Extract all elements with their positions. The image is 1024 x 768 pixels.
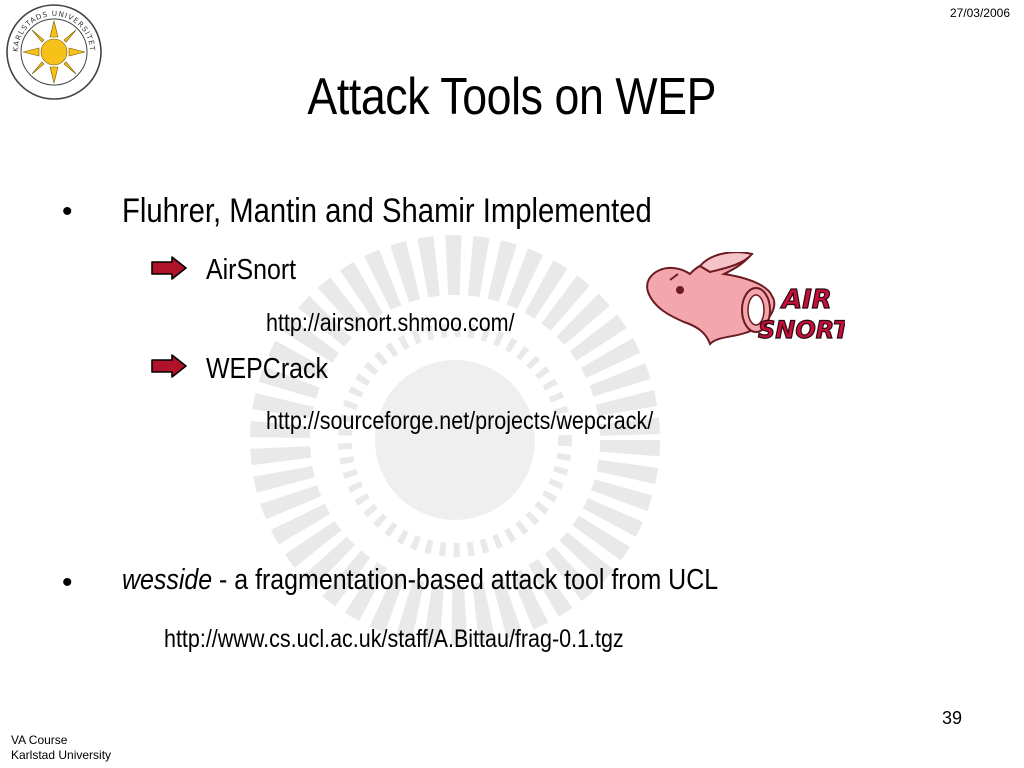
slide-title: Attack Tools on WEP xyxy=(307,68,717,126)
slide-date: 27/03/2006 xyxy=(949,6,1010,20)
sun-watermark-icon xyxy=(250,235,660,645)
airsnort-logo-text-air: AIR xyxy=(780,285,832,315)
arrow-right-icon xyxy=(151,256,187,280)
tool-airsnort-label: AirSnort xyxy=(206,254,297,286)
slide-footer: VA Course Karlstad University xyxy=(11,733,111,763)
airsnort-url-link[interactable]: http://airsnort.shmoo.com/ xyxy=(266,309,515,337)
wesside-italic-text: wesside xyxy=(122,564,213,596)
footer-course: VA Course xyxy=(11,733,68,747)
bullet-fluhrer-text: Fluhrer, Mantin and Shamir Implemented xyxy=(122,192,652,230)
wesside-description-text: - a fragmentation-based attack tool from… xyxy=(212,564,719,596)
airsnort-pig-logo-icon: AIR SNORT xyxy=(646,252,845,346)
university-seal-icon: KARLSTADS UNIVERSITET xyxy=(6,4,102,100)
footer-university: Karlstad University xyxy=(11,748,112,762)
airsnort-logo-text-snort: SNORT xyxy=(758,316,845,344)
wepcrack-url-link[interactable]: http://sourceforge.net/projects/wepcrack… xyxy=(266,407,654,435)
tool-wepcrack-label: WEPCrack xyxy=(206,353,328,385)
bullet-wesside: wesside - a fragmentation-based attack t… xyxy=(122,563,718,597)
wesside-url-link[interactable]: http://www.cs.ucl.ac.uk/staff/A.Bittau/f… xyxy=(164,625,624,653)
arrow-right-icon xyxy=(151,354,187,378)
bullet-marker: • xyxy=(62,566,73,599)
page-number: 39 xyxy=(941,708,962,728)
bullet-marker: • xyxy=(62,195,73,228)
